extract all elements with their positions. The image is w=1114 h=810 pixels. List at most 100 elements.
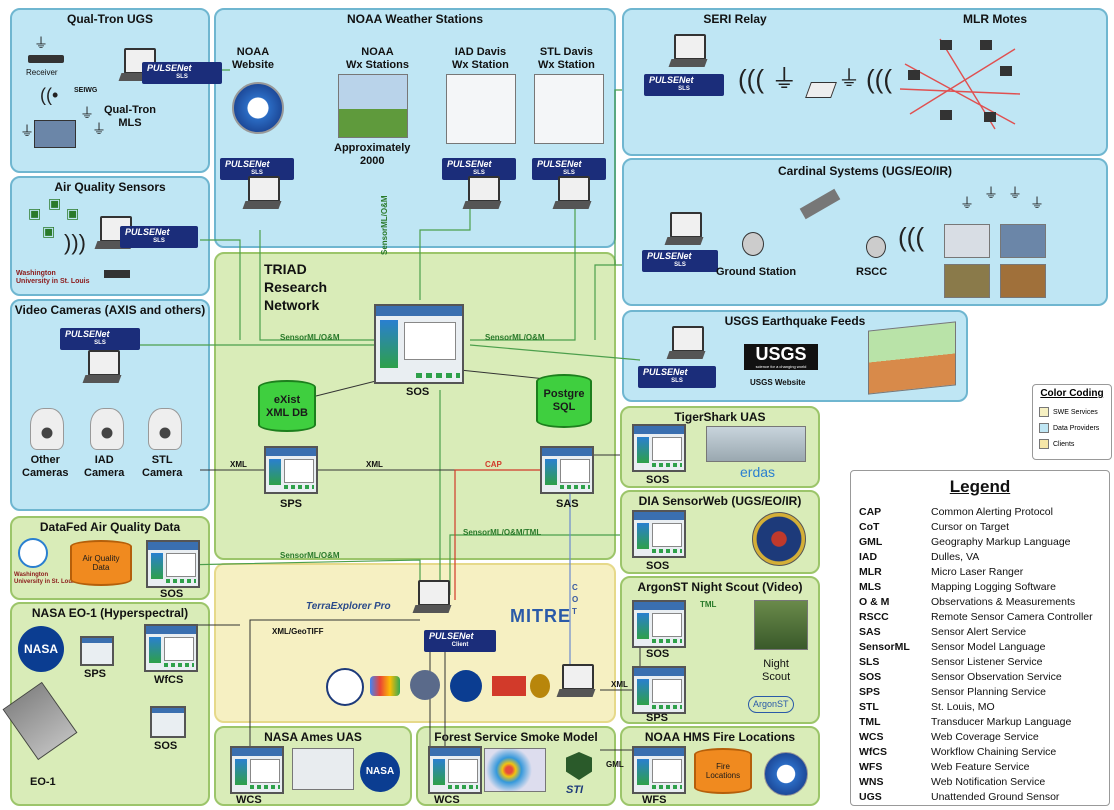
rscc-label: RSCC — [856, 266, 888, 278]
legend-title: Legend — [949, 477, 1011, 496]
radio-waves-icon: ))) — [64, 230, 86, 255]
ugs-photo — [1000, 224, 1046, 258]
edge-air — [200, 239, 241, 340]
edge-label-xml-geotiff: XML/GeoTIFF — [272, 627, 324, 636]
usgs-logo: USGS science for a changing world — [744, 344, 818, 370]
color-coding-label: Data Providers — [1053, 424, 1100, 432]
sos-window — [146, 540, 200, 588]
ground-station-label: Ground Station — [716, 266, 797, 278]
iad-camera-label: IAD Camera — [84, 454, 125, 479]
rscc-dish — [866, 236, 886, 258]
computer-icon — [664, 212, 704, 246]
logo-badge — [326, 668, 364, 706]
smoke-model-map — [484, 748, 546, 792]
pulsen-name: PULSENet — [429, 631, 474, 641]
washington-logo: Washington University in St. Louis — [14, 572, 78, 585]
legend-def: Dulles, VA — [931, 551, 980, 563]
usgs-tagline: science for a changing world — [755, 364, 807, 369]
iad-davis-photo — [446, 74, 516, 144]
nasa-text: NASA — [23, 642, 58, 656]
panel-title: NASA EO-1 (Hyperspectral) — [31, 606, 189, 620]
panel-title: DataFed Air Quality Data — [39, 520, 181, 534]
sps-window — [80, 636, 114, 666]
edge-stl-sos — [470, 200, 576, 341]
stl-camera-label: STL Camera — [142, 454, 183, 479]
mitre-logo: MITRE — [510, 606, 571, 626]
sensor-icon: ⏚ — [92, 121, 106, 137]
washington-logo: Washington University in St. Louis — [16, 270, 90, 285]
computer-icon — [666, 326, 706, 360]
legend-abbr: SPS — [859, 686, 881, 698]
legend-def: Sensor Observation Service — [931, 671, 1062, 683]
swatch — [1039, 439, 1049, 449]
panel-title: NOAA HMS Fire Locations — [644, 730, 796, 744]
edge-label-gml: GML — [606, 760, 624, 769]
sps-label: SPS — [84, 668, 107, 680]
panel-title: Forest Service Smoke Model — [434, 730, 598, 744]
other-cameras-label: Other Cameras — [22, 454, 69, 479]
radio-waves-icon: ((( ⏚ — [738, 64, 798, 94]
pulsen-sub: SLS — [674, 262, 686, 268]
wx-station-photo — [338, 74, 408, 138]
pulsen-sub: Client — [451, 642, 469, 648]
eo1-label: EO-1 — [30, 776, 56, 788]
erdas-logo: erdas — [740, 464, 776, 480]
nasa-logo: NASA — [360, 752, 400, 792]
ground-station-dish — [742, 232, 764, 256]
pulsen-name: PULSENet — [647, 251, 692, 261]
sensor-icon: ▣ — [28, 205, 42, 221]
pulsen-name: PULSENet — [147, 63, 192, 73]
color-coding-row: SWE Services — [1039, 407, 1098, 417]
panel-title: NASA Ames UAS — [264, 730, 362, 744]
eo-photo — [944, 264, 990, 298]
sas-label: SAS — [556, 498, 579, 510]
receiver-device — [104, 270, 130, 278]
panel-title: ArgonST Night Scout (Video) — [637, 580, 803, 594]
legend-def: Transducer Markup Language — [931, 716, 1072, 728]
legend-def: Sensor Listener Service — [931, 656, 1043, 668]
ir-photo — [1000, 264, 1046, 298]
legend-def: St. Louis, MO — [931, 701, 995, 713]
camera-icon — [30, 408, 64, 450]
legend-abbr: O & M — [859, 596, 890, 608]
wcs-label: WCS — [434, 794, 460, 806]
legend-abbr: UGS — [859, 791, 882, 803]
sos-main-window — [374, 304, 464, 384]
pulsen-name: PULSENet — [447, 159, 492, 169]
panel-title: NOAA Weather Stations — [346, 12, 484, 26]
edge-label-sensorml: SensorML/O&M — [485, 333, 545, 342]
earthquake-map — [868, 321, 956, 395]
sos-label: SOS — [646, 560, 670, 572]
legend-abbr: IAD — [859, 551, 878, 563]
sps-window — [264, 446, 318, 494]
legend-abbr: WNS — [859, 776, 884, 788]
iad-davis-label: IAD Davis Wx Station — [452, 46, 509, 71]
legend-def: Sensor Model Language — [931, 641, 1046, 653]
sos-label: SOS — [646, 648, 670, 660]
sps-window — [632, 666, 686, 714]
receiver-device — [28, 55, 64, 63]
wcs-label: WCS — [236, 794, 262, 806]
panel-title: DIA SensorWeb (UGS/EO/IR) — [638, 494, 802, 508]
sensor-icon: ⏚ — [960, 195, 974, 211]
qualtron-mls-label: Qual-Tron MLS — [104, 104, 156, 129]
legend-abbr: MLS — [859, 581, 882, 593]
legend-abbr: CAP — [859, 506, 882, 518]
panel-title-mlr: MLR Motes — [963, 12, 1027, 26]
edge-seri — [614, 89, 622, 265]
usgs-website-label: USGS Website — [750, 378, 806, 387]
argonst-logo: ArgonST — [748, 696, 794, 713]
edge-label-sensorml-tml: SensorML/O&M/TML — [463, 528, 542, 537]
pulsen-sub: SLS — [251, 170, 263, 176]
approx-label: Approximately 2000 — [334, 142, 411, 167]
color-coding-row: Data Providers — [1039, 423, 1099, 433]
antenna-icon: ⏚ — [34, 35, 48, 51]
legend-abbr: SAS — [859, 626, 881, 638]
radio-waves-icon: ((( — [866, 64, 892, 94]
computer-icon — [556, 664, 596, 698]
wcs-window — [428, 746, 482, 794]
legend-def: Geography Markup Language — [931, 536, 1071, 548]
pulsen-sub: SLS — [671, 378, 683, 384]
